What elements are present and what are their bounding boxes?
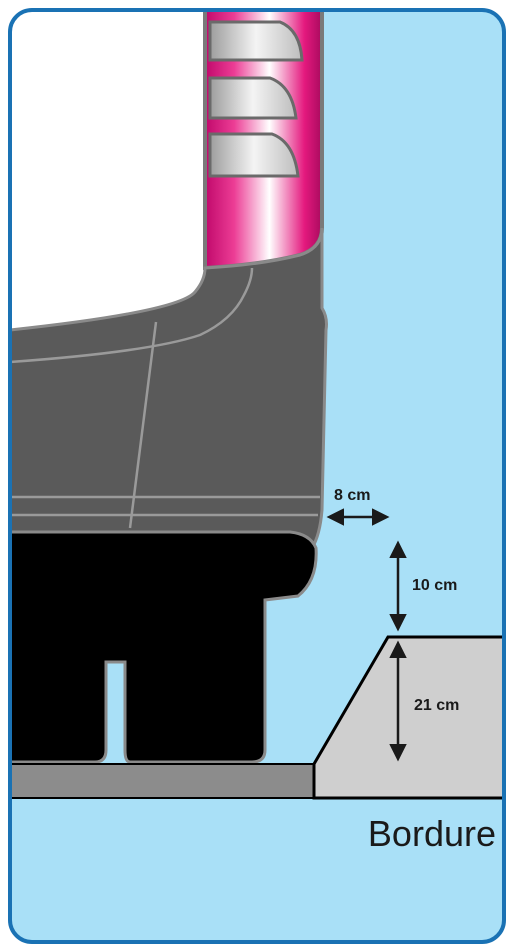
gap-vertical-label: 10 cm <box>412 577 457 594</box>
open-area <box>10 10 205 330</box>
body-seam-vertical <box>128 321 158 529</box>
body-seam-curve <box>10 267 254 364</box>
gap-horizontal-label: 8 cm <box>334 487 370 504</box>
handle-slot-2 <box>208 76 298 120</box>
handle-slot-1 <box>208 20 304 62</box>
ground-strip <box>10 763 315 799</box>
frame-border <box>8 8 506 944</box>
curb-shape <box>312 635 504 800</box>
handle-slot-3 <box>208 132 300 178</box>
curb-name-label: Bordure <box>368 813 496 854</box>
machine-base <box>10 530 318 764</box>
curb-height-label: 21 cm <box>414 697 459 714</box>
